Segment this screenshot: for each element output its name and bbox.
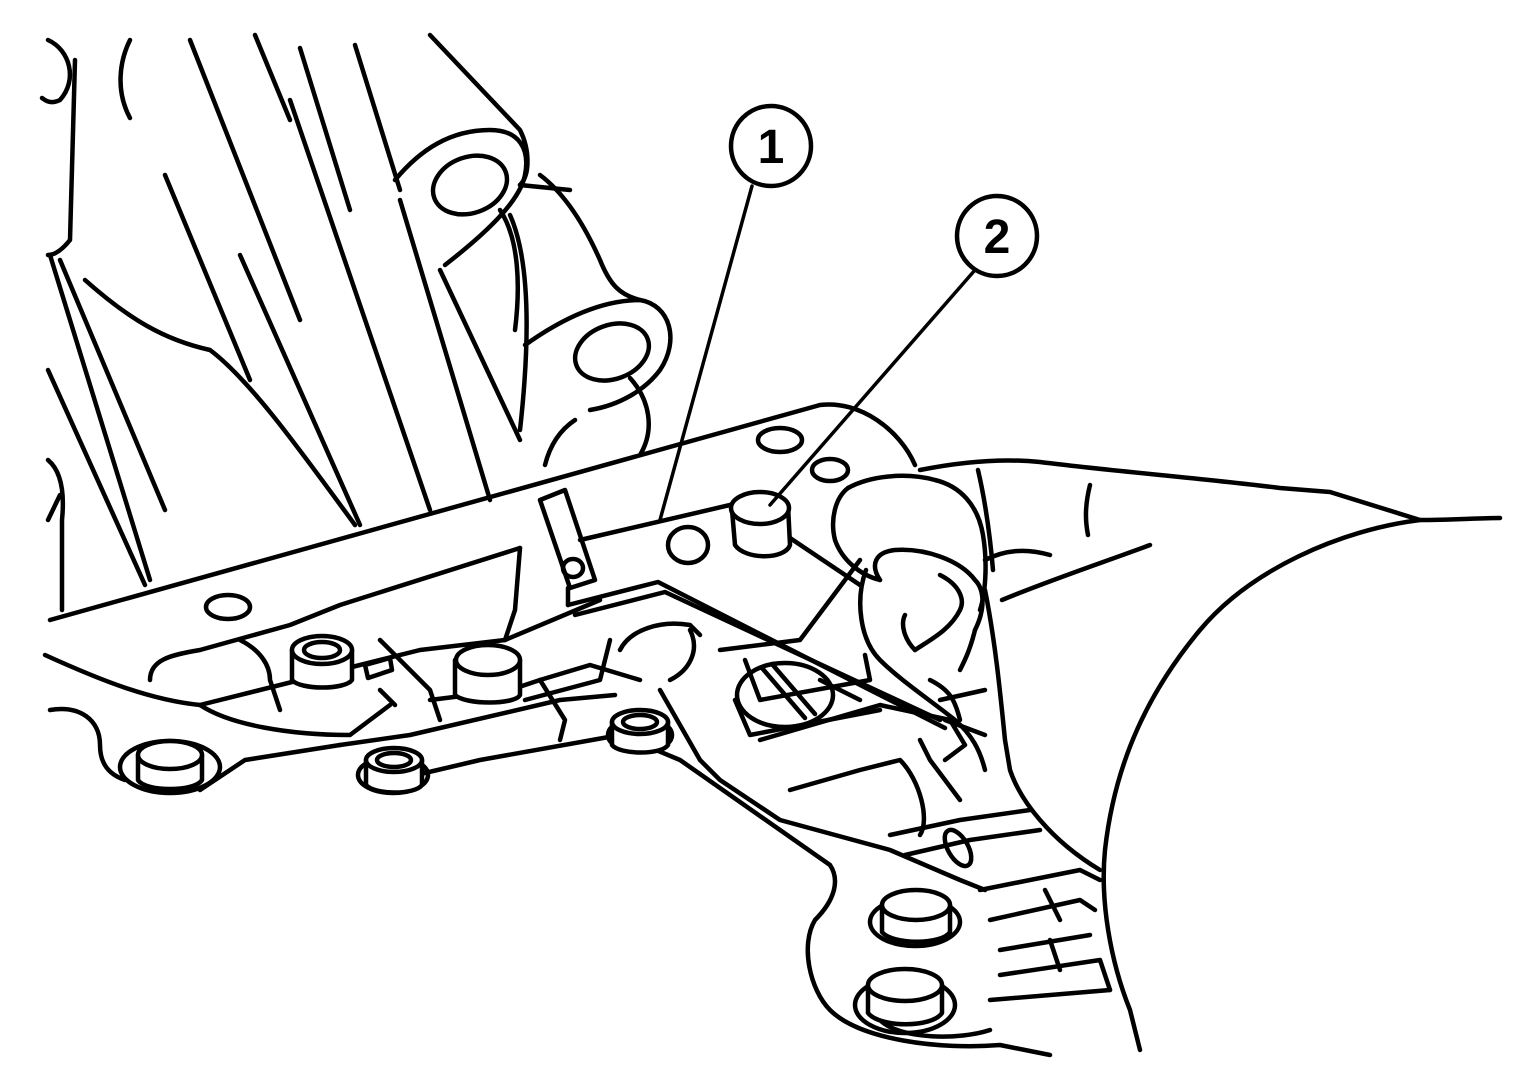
bolt-left-front <box>117 738 223 796</box>
callout-2: 2 <box>768 193 1040 507</box>
retaining-pin <box>728 489 863 588</box>
bolt-center-front <box>355 745 431 796</box>
bolt-center-rear <box>452 642 523 705</box>
bolt-left-rear <box>289 633 355 690</box>
callout-2-label: 2 <box>984 211 1011 264</box>
callout-1: 1 <box>658 103 814 522</box>
bolts <box>117 633 963 1036</box>
hand <box>830 458 1503 1053</box>
bolt-right-upper <box>867 887 963 949</box>
transmission-housing <box>39 32 673 613</box>
bolt-middle <box>605 707 675 755</box>
valve-body-plate <box>42 402 1113 1058</box>
bolt-right-lower <box>852 966 958 1036</box>
callout-1-label: 1 <box>758 121 785 174</box>
